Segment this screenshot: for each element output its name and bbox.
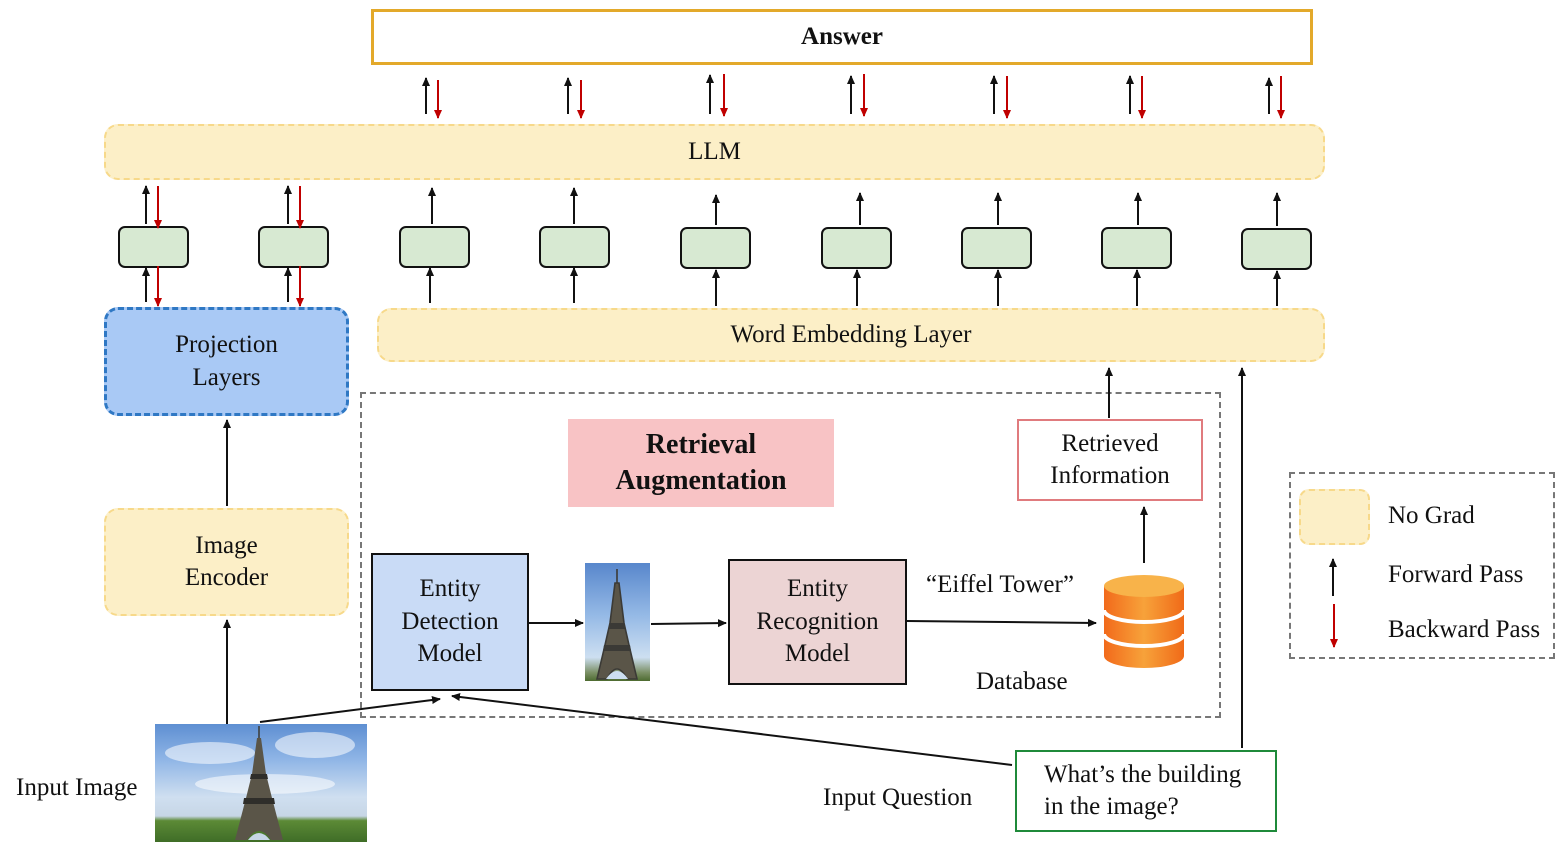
- projection-layers: Projection Layers: [104, 307, 349, 416]
- input-image-label: Input Image: [16, 774, 138, 801]
- retrieval-title-line-2: Augmentation: [615, 465, 787, 496]
- forward-arrow: [906, 618, 1097, 627]
- retrieved-label-line-1: Retrieved: [1061, 429, 1159, 457]
- retrieval-augmentation-title: Retrieval Augmentation: [568, 419, 834, 507]
- image-encoder-label-line-1: Image: [195, 531, 258, 559]
- eiffel-tower-icon: [235, 726, 283, 840]
- adapter-box-2: [258, 226, 329, 268]
- cloud-shape: [165, 742, 255, 764]
- adapter-box-7: [961, 227, 1032, 269]
- projection-label-line-1: Projection: [175, 331, 278, 358]
- retrieval-title-line-1: Retrieval: [645, 429, 757, 461]
- answer-box: Answer: [371, 9, 1313, 65]
- eiffel-tower-icon: [595, 569, 639, 680]
- forward-arrows: [142, 74, 1337, 766]
- cloud-shape: [275, 732, 355, 758]
- adapter-box-8: [1101, 227, 1172, 269]
- backward-arrows: [154, 74, 1338, 648]
- image-encoder: Image Encoder: [104, 508, 349, 616]
- word-embedding-layer: Word Embedding Layer: [377, 308, 1325, 362]
- adapter-box-3: [399, 226, 470, 268]
- retrieved-information-box: Retrieved Information: [1017, 419, 1203, 501]
- projection-label-line-2: Layers: [192, 363, 261, 391]
- cropped-eiffel-tower-photo: [585, 563, 650, 681]
- legend-no-grad-label: No Grad: [1388, 502, 1475, 529]
- entity-recognition-model: Entity Recognition Model: [728, 559, 907, 685]
- erm-label-line-1: Entity: [786, 575, 849, 603]
- forward-arrow: [650, 619, 727, 628]
- retrieval-augmentation-region: [360, 392, 1221, 718]
- database-label: Database: [976, 668, 1068, 695]
- database-icon: [1102, 575, 1186, 668]
- image-encoder-label-line-2: Encoder: [184, 564, 269, 591]
- word-embedding-label: Word Embedding Layer: [730, 320, 972, 348]
- edm-label-line-2: Detection: [401, 607, 499, 635]
- legend-forward-label: Forward Pass: [1388, 561, 1524, 588]
- answer-label: Answer: [801, 22, 883, 50]
- input-question-label: Input Question: [823, 784, 973, 811]
- legend-no-grad-swatch: [1299, 489, 1370, 545]
- edm-label-line-1: Entity: [419, 575, 481, 603]
- forward-arrow: [259, 696, 441, 723]
- llm-block: LLM: [104, 124, 1325, 180]
- adapter-box-6: [821, 227, 892, 269]
- entity-detection-model: Entity Detection Model: [371, 553, 529, 691]
- input-question-box: What’s the building in the image?: [1015, 750, 1277, 832]
- question-line-2: in the image?: [1044, 793, 1179, 820]
- question-line-1: What’s the building: [1044, 760, 1242, 788]
- legend-backward-label: Backward Pass: [1388, 616, 1541, 643]
- erm-label-line-3: Model: [784, 640, 851, 668]
- adapter-box-1: [118, 226, 189, 268]
- erm-label-line-2: Recognition: [756, 607, 879, 635]
- adapter-box-5: [680, 227, 751, 269]
- adapter-box-4: [539, 226, 610, 268]
- adapter-box-9: [1241, 228, 1312, 270]
- recognized-entity-label: “Eiffel Tower”: [926, 571, 1074, 598]
- forward-arrow: [451, 693, 1013, 766]
- legend: [1289, 472, 1555, 659]
- edm-label-line-3: Model: [417, 640, 483, 668]
- llm-label: LLM: [688, 137, 741, 165]
- input-eiffel-tower-photo: [155, 724, 367, 842]
- retrieved-label-line-2: Information: [1050, 462, 1170, 489]
